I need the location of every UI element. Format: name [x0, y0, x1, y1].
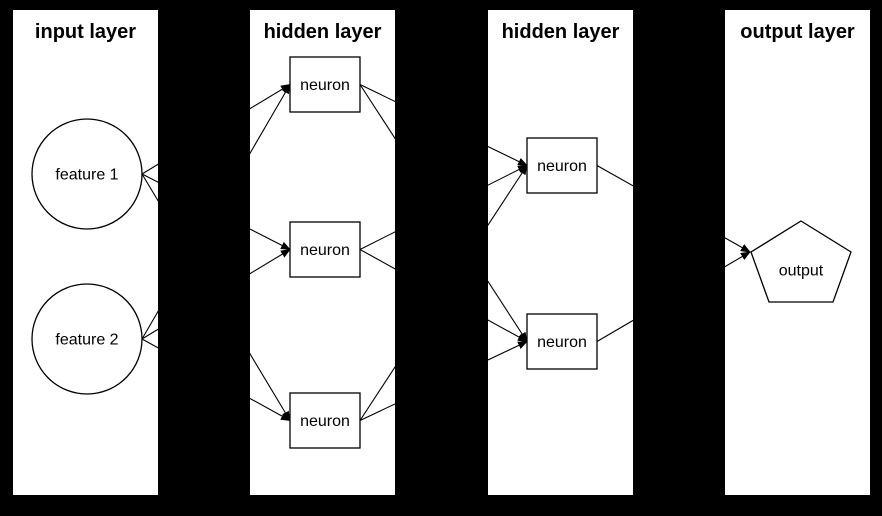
edge-h1n3-h2n1	[359, 164, 528, 421]
node-output: output	[750, 220, 852, 303]
node-hidden1-neuron-2: neuron	[289, 221, 361, 278]
output-label: output	[779, 263, 824, 280]
hidden1-neuron-1-label: neuron	[300, 77, 350, 94]
hidden1-neuron-3-box	[289, 392, 361, 449]
edges-group	[141, 83, 751, 422]
node-hidden1-neuron-1: neuron	[289, 56, 361, 113]
feature-2-label: feature 2	[55, 332, 118, 349]
edge-h1n1-h2n2	[359, 84, 528, 343]
panel-hidden-layer-2	[488, 10, 633, 495]
feature-1-label: feature 1	[55, 167, 118, 184]
feature-2-circle	[31, 283, 143, 395]
feature-1-circle	[31, 118, 143, 230]
edge-h1n2-h2n2	[359, 249, 528, 342]
edge-feature2-h1n2	[141, 248, 291, 340]
panel-title-hidden-1: hidden layer	[264, 21, 382, 43]
edge-h2n1-out	[596, 165, 751, 253]
panel-title-hidden-2: hidden layer	[502, 21, 620, 43]
hidden2-neuron-1-box	[526, 137, 598, 194]
node-hidden2-neuron-2: neuron	[526, 313, 598, 370]
output-pentagon	[750, 220, 852, 303]
hidden1-neuron-1-box	[289, 56, 361, 113]
panel-title-input: input layer	[35, 21, 136, 43]
edge-feature2-h1n3	[141, 338, 291, 421]
hidden2-neuron-2-box	[526, 313, 598, 370]
node-hidden2-neuron-1: neuron	[526, 137, 598, 194]
node-feature-2: feature 2	[31, 283, 143, 395]
edge-feature1-h1n3	[141, 173, 291, 422]
hidden2-neuron-2-label: neuron	[537, 334, 587, 351]
edge-h1n1-h2n1	[359, 84, 528, 166]
hidden1-neuron-3-label: neuron	[300, 413, 350, 430]
hidden1-neuron-2-box	[289, 221, 361, 278]
hidden1-neuron-2-label: neuron	[300, 242, 350, 259]
hidden2-neuron-1-label: neuron	[537, 158, 587, 175]
edge-h1n3-h2n2	[359, 341, 528, 421]
node-feature-1: feature 1	[31, 118, 143, 230]
edge-h1n2-h2n1	[359, 165, 528, 250]
edge-feature2-h1n1	[141, 83, 291, 340]
node-hidden1-neuron-3: neuron	[289, 392, 361, 449]
panel-input-layer	[13, 10, 158, 495]
panel-title-output: output layer	[740, 21, 855, 43]
edge-h2n2-out	[596, 251, 751, 342]
edge-feature1-h1n1	[141, 83, 291, 175]
